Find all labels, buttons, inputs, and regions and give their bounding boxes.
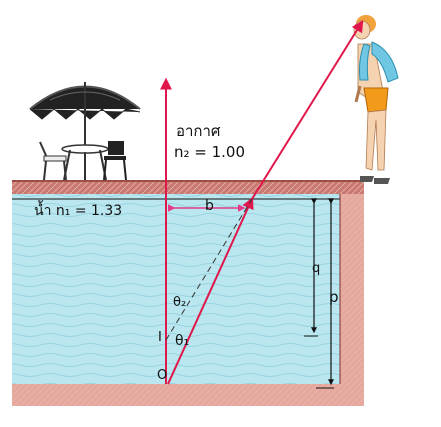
q-label: q bbox=[312, 261, 321, 276]
b-label: b bbox=[205, 198, 214, 214]
person-icon bbox=[353, 15, 399, 184]
theta2-label: θ₂ bbox=[173, 295, 187, 310]
air-label: อากาศ bbox=[176, 122, 221, 140]
object-point-label: O bbox=[157, 368, 168, 383]
water-index-label: น้ำ n₁ = 1.33 bbox=[34, 203, 123, 219]
image-point-label: I bbox=[158, 330, 162, 345]
ray-in-air bbox=[251, 19, 364, 200]
light-rays bbox=[160, 19, 364, 385]
chair-icon bbox=[39, 141, 127, 181]
air-index-label: n₂ = 1.00 bbox=[174, 143, 246, 161]
pool-water bbox=[12, 194, 341, 384]
umbrella-icon bbox=[29, 82, 141, 180]
p-label: p bbox=[329, 288, 339, 306]
dimensions bbox=[168, 198, 334, 389]
ground bbox=[12, 180, 364, 406]
theta1-label: θ₁ bbox=[175, 333, 190, 349]
table-icon bbox=[61, 144, 109, 181]
ray-in-water bbox=[167, 196, 254, 385]
extension-line bbox=[165, 198, 253, 341]
